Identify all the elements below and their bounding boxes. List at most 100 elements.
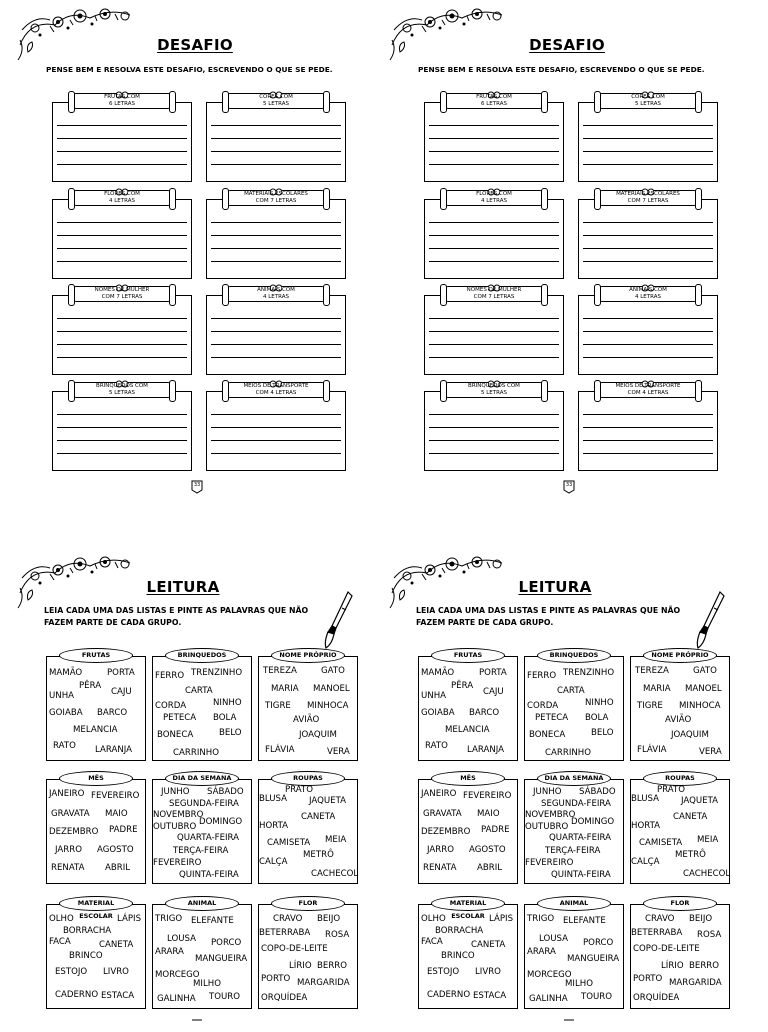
word-item[interactable]: AGOSTO <box>97 845 134 855</box>
word-item[interactable]: GATO <box>321 666 345 676</box>
word-item[interactable]: TIGRE <box>265 701 291 711</box>
answer-line[interactable] <box>583 318 713 319</box>
word-item[interactable]: JARRO <box>55 845 82 855</box>
word-item[interactable]: PÊRA <box>79 681 102 691</box>
word-item[interactable]: TRENZINHO <box>563 668 615 678</box>
word-item[interactable]: PORTO <box>261 974 291 984</box>
word-item[interactable]: PADRE <box>481 825 510 835</box>
word-item[interactable]: FEVEREIRO <box>463 791 512 801</box>
word-item[interactable]: JANEIRO <box>49 789 85 799</box>
answer-line[interactable] <box>583 248 713 249</box>
word-item[interactable]: ESTACA <box>473 991 507 1001</box>
word-item[interactable]: QUINTA-FEIRA <box>179 870 239 880</box>
word-item[interactable]: SÁBADO <box>579 787 616 797</box>
word-item[interactable]: DOMINGO <box>571 817 615 827</box>
answer-line[interactable] <box>57 357 187 358</box>
answer-line[interactable] <box>57 222 187 223</box>
answer-line[interactable] <box>583 235 713 236</box>
word-item[interactable]: CALÇA <box>259 857 288 867</box>
word-item[interactable]: ABRIL <box>477 863 503 873</box>
word-item[interactable]: OUTUBRO <box>153 822 197 832</box>
word-item[interactable]: CARRINHO <box>545 748 592 758</box>
word-item[interactable]: QUINTA-FEIRA <box>551 870 611 880</box>
answer-line[interactable] <box>429 248 559 249</box>
word-item[interactable]: COPO-DE-LEITE <box>261 944 328 954</box>
word-item[interactable]: LIVRO <box>475 967 501 977</box>
word-item[interactable]: COPO-DE-LEITE <box>633 944 700 954</box>
word-item[interactable]: BONECA <box>157 730 194 740</box>
word-item[interactable]: VERA <box>327 747 350 757</box>
answer-line[interactable] <box>429 261 559 262</box>
word-item[interactable]: MAIO <box>477 809 500 819</box>
word-item[interactable]: ORQUÍDEA <box>261 993 308 1003</box>
word-item[interactable]: BORRACHA <box>435 926 484 936</box>
word-item[interactable]: CALÇA <box>631 857 660 867</box>
word-item[interactable]: AGOSTO <box>469 845 506 855</box>
word-item[interactable]: PETECA <box>163 713 197 723</box>
word-item[interactable]: FLÁVIA <box>265 745 295 755</box>
word-item[interactable]: PORTO <box>633 974 663 984</box>
word-item[interactable]: GOIABA <box>49 708 83 718</box>
word-item[interactable]: TIGRE <box>637 701 663 711</box>
word-item[interactable]: JOAQUIM <box>671 730 709 740</box>
word-item[interactable]: GALINHA <box>157 994 196 1004</box>
word-item[interactable]: MORCEGO <box>527 970 572 980</box>
word-item[interactable]: LARANJA <box>95 745 133 755</box>
word-item[interactable]: LARANJA <box>467 745 505 755</box>
word-item[interactable]: SÁBADO <box>207 787 244 797</box>
word-item[interactable]: JANEIRO <box>421 789 457 799</box>
word-item[interactable]: FACA <box>49 937 71 947</box>
word-item[interactable]: MEIA <box>697 835 719 845</box>
answer-line[interactable] <box>57 344 187 345</box>
word-item[interactable]: HORTA <box>259 821 289 831</box>
word-item[interactable]: GALINHA <box>529 994 568 1004</box>
word-item[interactable]: MANGUEIRA <box>195 954 248 964</box>
word-item[interactable]: BETERRABA <box>259 928 311 938</box>
answer-line[interactable] <box>57 248 187 249</box>
answer-line[interactable] <box>211 261 341 262</box>
word-item[interactable]: MORCEGO <box>155 970 200 980</box>
word-item[interactable]: LOUSA <box>539 934 569 944</box>
answer-line[interactable] <box>429 357 559 358</box>
word-item[interactable]: ARARA <box>527 947 556 957</box>
word-item[interactable]: MAMÃO <box>421 668 455 678</box>
answer-line[interactable] <box>429 151 559 152</box>
word-item[interactable]: BEIJO <box>317 914 341 924</box>
word-item[interactable]: HORTA <box>631 821 661 831</box>
word-item[interactable]: GRAVATA <box>423 809 462 819</box>
answer-line[interactable] <box>57 138 187 139</box>
word-item[interactable]: CRAVO <box>645 914 675 924</box>
word-item[interactable]: RATO <box>53 741 76 751</box>
answer-line[interactable] <box>211 222 341 223</box>
word-item[interactable]: BLUSA <box>259 794 288 804</box>
word-item[interactable]: NINHO <box>585 698 614 708</box>
answer-line[interactable] <box>57 151 187 152</box>
answer-line[interactable] <box>57 440 187 441</box>
word-item[interactable]: BOLA <box>585 713 609 723</box>
word-item[interactable]: LÁPIS <box>117 914 142 924</box>
answer-line[interactable] <box>211 151 341 152</box>
answer-line[interactable] <box>583 138 713 139</box>
answer-line[interactable] <box>211 414 341 415</box>
word-item[interactable]: FERRO <box>155 671 185 681</box>
answer-line[interactable] <box>429 331 559 332</box>
word-item[interactable]: BARCO <box>469 708 500 718</box>
answer-line[interactable] <box>57 453 187 454</box>
answer-line[interactable] <box>211 440 341 441</box>
word-item[interactable]: MARIA <box>271 684 299 694</box>
word-item[interactable]: FEVEREIRO <box>91 791 140 801</box>
answer-line[interactable] <box>211 318 341 319</box>
word-item[interactable]: PORCO <box>211 938 242 948</box>
word-item[interactable]: CAMISETA <box>267 838 311 848</box>
word-item[interactable]: BRINCO <box>69 951 103 961</box>
word-item[interactable]: BERRO <box>689 961 720 971</box>
word-item[interactable]: UNHA <box>49 691 75 701</box>
answer-line[interactable] <box>211 125 341 126</box>
word-item[interactable]: RENATA <box>423 863 457 873</box>
word-item[interactable]: TRIGO <box>155 914 183 924</box>
word-item[interactable]: CACHECOL <box>683 869 731 879</box>
word-item[interactable]: JUNHO <box>161 787 190 797</box>
word-item[interactable]: BEIJO <box>689 914 713 924</box>
word-item[interactable]: MINHOCA <box>679 701 721 711</box>
answer-line[interactable] <box>211 248 341 249</box>
